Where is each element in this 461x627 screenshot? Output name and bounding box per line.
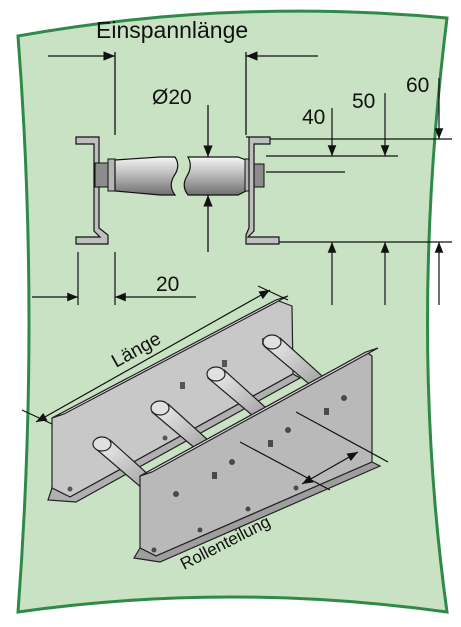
right-bracket xyxy=(245,136,280,245)
height-dimensions xyxy=(266,78,452,305)
left-nut xyxy=(94,162,110,188)
front-rail-holes xyxy=(151,395,347,553)
left-bracket xyxy=(75,136,109,245)
roller-right-part xyxy=(183,156,247,196)
einspannlaenge-dimension xyxy=(48,51,318,135)
roller-left-part xyxy=(114,156,179,196)
dim-60-label: 60 xyxy=(406,74,429,97)
diameter-label: Ø20 xyxy=(152,86,192,109)
rollenteilung-dimension xyxy=(239,411,389,491)
dim-20-label: 20 xyxy=(156,273,179,296)
einspannlaenge-label: Einspannlänge xyxy=(96,17,248,43)
dim-40-label: 40 xyxy=(302,106,325,129)
laenge-dimension xyxy=(21,285,289,425)
left-washer xyxy=(107,158,116,192)
dim-50-label: 50 xyxy=(352,90,375,113)
